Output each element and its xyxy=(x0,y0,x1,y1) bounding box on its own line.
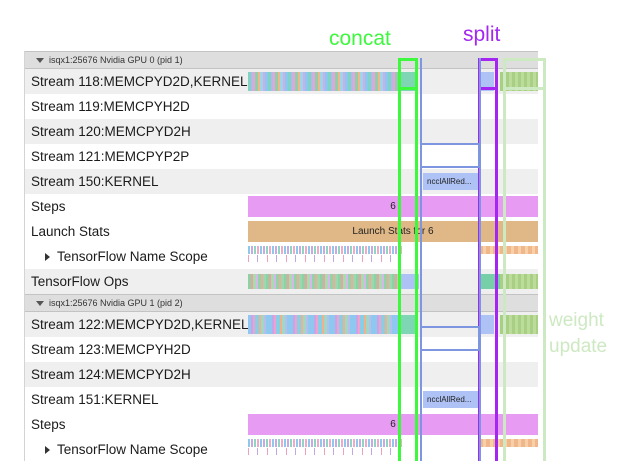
name-scope-bars-right xyxy=(479,246,538,254)
track-row[interactable]: Stream 124:MEMCPYD2H xyxy=(25,362,538,387)
activity-block-split xyxy=(479,315,494,334)
name-scope-subbars xyxy=(248,255,402,262)
track-label: Steps xyxy=(25,412,248,437)
track-row-steps[interactable]: Steps 6 xyxy=(25,412,538,437)
track-row[interactable]: Stream 120:MEMCPYD2H xyxy=(25,119,538,144)
track-label: Stream 118:MEMCPYD2D,KERNEL,ME xyxy=(25,69,248,94)
track-row[interactable]: Stream 150:KERNEL ncclAllRed... xyxy=(25,169,538,194)
name-scope-bars-right xyxy=(479,439,538,447)
track-row[interactable]: Stream 122:MEMCPYD2D,KERNEL,MI xyxy=(25,312,538,337)
track-label: Stream 120:MEMCPYD2H xyxy=(25,119,248,144)
weight-update-guide-line-right xyxy=(543,58,546,461)
track-row[interactable]: Stream 151:KERNEL ncclAllRed... xyxy=(25,387,538,412)
name-scope-bars xyxy=(248,246,402,254)
track-lane[interactable] xyxy=(248,94,538,119)
track-lane[interactable] xyxy=(248,119,538,144)
track-label: TensorFlow Name Scope xyxy=(57,249,208,264)
name-scope-subbars xyxy=(248,448,402,455)
trace-timeline-panel[interactable]: isqx1:25676 Nvidia GPU 0 (pid 1) Stream … xyxy=(24,51,538,461)
track-lane[interactable] xyxy=(248,362,538,387)
ops-bars-weight-update xyxy=(500,274,538,289)
track-label: Stream 122:MEMCPYD2D,KERNEL,MI xyxy=(25,312,248,337)
track-label: Launch Stats xyxy=(25,219,248,244)
chevron-right-icon[interactable] xyxy=(45,445,50,454)
group-header-gpu0[interactable]: isqx1:25676 Nvidia GPU 0 (pid 1) xyxy=(25,51,538,69)
launch-stats-bar[interactable]: Launch Stats for 6 xyxy=(248,221,538,242)
track-row-steps[interactable]: Steps 6 xyxy=(25,194,538,219)
annotation-weight-update-line2: update xyxy=(549,335,608,357)
track-lane[interactable]: ncclAllRed... xyxy=(248,387,538,412)
track-lane[interactable]: 6 xyxy=(248,412,538,437)
annotation-weight-update-line1: weight xyxy=(549,310,604,331)
step-bar[interactable]: 6 xyxy=(248,196,538,217)
track-lane[interactable]: Launch Stats for 6 xyxy=(248,219,538,244)
chevron-down-icon[interactable] xyxy=(36,57,44,63)
track-label: Stream 151:KERNEL xyxy=(25,387,248,412)
track-row-name-scope[interactable]: TensorFlow Name Scope xyxy=(25,437,538,461)
track-lane[interactable] xyxy=(248,69,538,94)
annotation-split: split xyxy=(463,23,501,46)
track-label: TensorFlow Ops xyxy=(25,269,248,294)
track-row-name-scope[interactable]: TensorFlow Name Scope xyxy=(25,244,538,269)
track-label: Stream 150:KERNEL xyxy=(25,169,248,194)
activity-block-concat xyxy=(399,72,418,91)
chevron-down-icon[interactable] xyxy=(36,300,44,306)
chevron-right-icon[interactable] xyxy=(45,252,50,261)
track-lane[interactable] xyxy=(248,337,538,362)
track-lane[interactable]: 6 xyxy=(248,194,538,219)
track-label-expandable[interactable]: TensorFlow Name Scope xyxy=(25,244,248,269)
activity-block-concat xyxy=(399,315,418,334)
track-label: Stream 123:MEMCPYH2D xyxy=(25,337,248,362)
track-label-expandable[interactable]: TensorFlow Name Scope xyxy=(25,437,248,461)
activity-bars-weight-update xyxy=(500,72,538,91)
track-label: Stream 121:MEMCPYP2P xyxy=(25,144,248,169)
activity-bars-weight-update xyxy=(500,315,538,334)
track-lane[interactable] xyxy=(248,144,538,169)
track-lane[interactable] xyxy=(248,437,538,461)
track-row[interactable]: Stream 121:MEMCPYP2P xyxy=(25,144,538,169)
annotation-weight-update: weight update xyxy=(549,308,607,359)
ops-block-split xyxy=(479,274,500,289)
track-lane[interactable]: ncclAllRed... xyxy=(248,169,538,194)
track-row-ops[interactable]: TensorFlow Ops xyxy=(25,269,538,294)
track-lane[interactable] xyxy=(248,269,538,294)
group-header-label: isqx1:25676 Nvidia GPU 1 (pid 2) xyxy=(49,298,183,308)
activity-bars xyxy=(248,72,399,91)
activity-block-split xyxy=(479,72,494,91)
nccl-allreduce-block[interactable]: ncclAllRed... xyxy=(423,391,479,408)
track-row[interactable]: Stream 123:MEMCPYH2D xyxy=(25,337,538,362)
track-label: Stream 124:MEMCPYD2H xyxy=(25,362,248,387)
ops-bars xyxy=(248,274,399,289)
track-row[interactable]: Stream 118:MEMCPYD2D,KERNEL,ME xyxy=(25,69,538,94)
track-label: Steps xyxy=(25,194,248,219)
track-lane[interactable] xyxy=(248,244,538,269)
track-lane[interactable] xyxy=(248,312,538,337)
annotation-concat: concat xyxy=(329,27,391,50)
ops-block-concat xyxy=(399,274,419,289)
step-bar[interactable]: 6 xyxy=(248,414,538,435)
track-row[interactable]: Stream 119:MEMCPYH2D xyxy=(25,94,538,119)
activity-bars xyxy=(248,315,399,334)
track-row-launch-stats[interactable]: Launch Stats Launch Stats for 6 xyxy=(25,219,538,244)
name-scope-bars xyxy=(248,439,402,447)
group-header-gpu1[interactable]: isqx1:25676 Nvidia GPU 1 (pid 2) xyxy=(25,294,538,312)
track-label: Stream 119:MEMCPYH2D xyxy=(25,94,248,119)
track-label: TensorFlow Name Scope xyxy=(57,442,208,457)
group-header-label: isqx1:25676 Nvidia GPU 0 (pid 1) xyxy=(49,55,183,65)
nccl-allreduce-block[interactable]: ncclAllRed... xyxy=(423,173,479,190)
